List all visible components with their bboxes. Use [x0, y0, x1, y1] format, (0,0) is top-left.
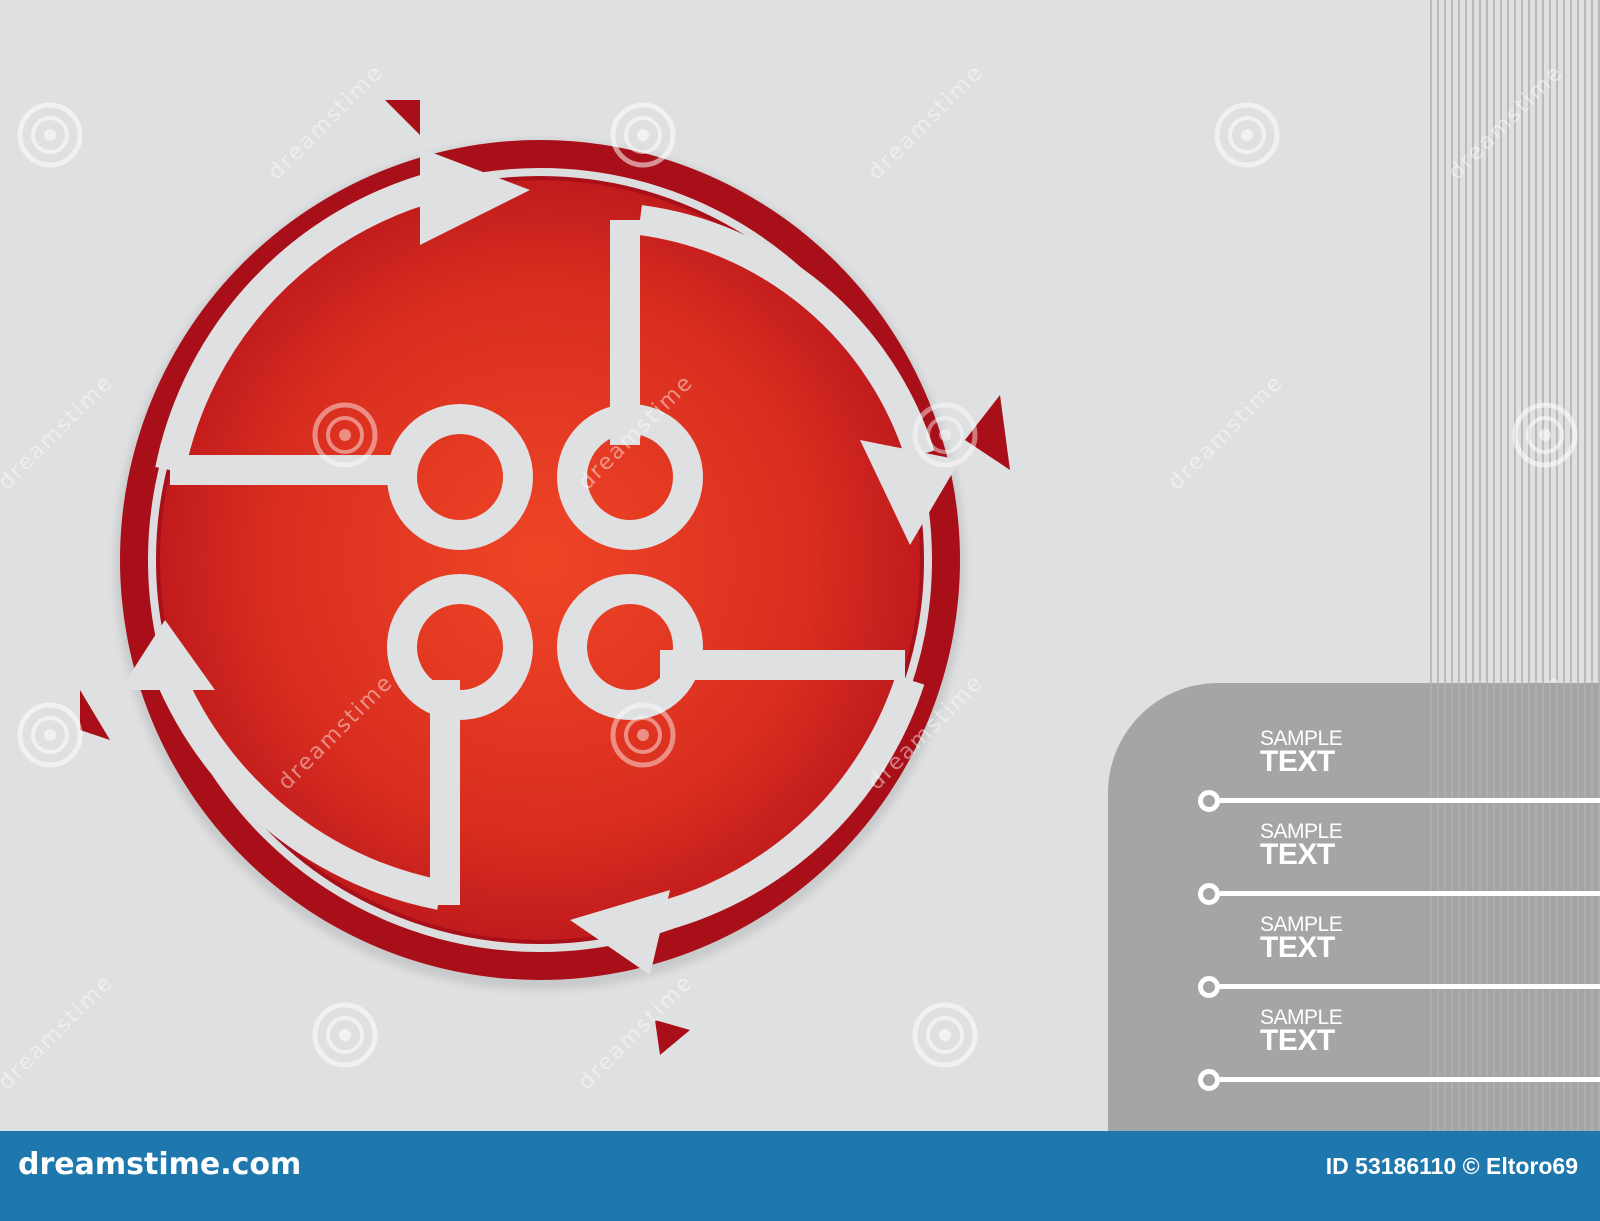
legend-node-circle: [1198, 883, 1220, 905]
arrow-arc-bottom: [617, 675, 925, 940]
arrowhead-left: [120, 620, 215, 690]
panel-stripes-decoration: [1430, 683, 1600, 1131]
arrowhead-top: [420, 148, 530, 245]
legend-label: SAMPLE TEXT: [1260, 821, 1380, 870]
legend-label: SAMPLE TEXT: [1260, 1007, 1380, 1056]
arrowheads: [120, 148, 960, 975]
ring-tab: [385, 100, 420, 135]
legend-label-line1: SAMPLE: [1260, 913, 1343, 936]
ring-tab: [80, 690, 110, 740]
legend-label: SAMPLE TEXT: [1260, 728, 1380, 777]
legend-label-line2: TEXT: [1260, 838, 1335, 871]
ring-gap: [148, 168, 932, 952]
swirl-watermark-icon: [312, 1002, 378, 1068]
legend-node-circle: [1198, 1069, 1220, 1091]
footer-brand-logo: dreamstime.com: [18, 1147, 302, 1182]
arrow-arc-left: [145, 645, 443, 910]
arrowhead-right: [860, 440, 960, 545]
legend-item: SAMPLE TEXT: [1108, 821, 1600, 911]
legend-node-circle: [1198, 790, 1220, 812]
swirl-watermark-icon: [1512, 402, 1578, 468]
circular-arrows-cycle-icon: [80, 100, 1010, 1055]
swirl-watermark-icon: [17, 102, 83, 168]
legend-item: SAMPLE TEXT: [1108, 914, 1600, 1004]
legend-connector-line: [1220, 798, 1600, 803]
legend-item: SAMPLE TEXT: [1108, 1007, 1600, 1097]
swirl-watermark-icon: [1214, 102, 1280, 168]
cycle-arrows: [145, 170, 935, 940]
legend-panel: SAMPLE TEXT SAMPLE TEXT SAMPLE TEXT: [1108, 683, 1600, 1131]
legend-label-line1: SAMPLE: [1260, 820, 1343, 843]
watermark-text: dreamstime: [1163, 369, 1289, 496]
footer-image-id: ID 53186110 © Eltoro69: [1325, 1153, 1578, 1179]
legend-connector-line: [1220, 984, 1600, 989]
footer-bar: dreamstime.com ID 53186110 © Eltoro69: [0, 1131, 1600, 1221]
legend-label-line1: SAMPLE: [1260, 1006, 1343, 1029]
swirl-watermark-icon: [610, 702, 676, 768]
legend-connector-line: [1220, 891, 1600, 896]
node-circle-3: [387, 574, 533, 720]
legend-label-line2: TEXT: [1260, 931, 1335, 964]
arrow-arc-right: [638, 205, 935, 460]
ring-tab: [965, 395, 1010, 470]
legend-label: SAMPLE TEXT: [1260, 914, 1380, 963]
swirl-watermark-icon: [912, 402, 978, 468]
red-disc: [160, 180, 920, 940]
swirl-watermark-icon: [312, 402, 378, 468]
legend-label-line1: SAMPLE: [1260, 727, 1343, 750]
swirl-watermark-icon: [912, 1002, 978, 1068]
legend-connector-line: [1220, 1077, 1600, 1082]
legend-label-line2: TEXT: [1260, 745, 1335, 778]
legend-node-circle: [1198, 976, 1220, 998]
node-circle-1: [387, 404, 533, 550]
arrowhead-bottom: [570, 890, 670, 975]
legend-item: SAMPLE TEXT: [1108, 728, 1600, 818]
swirl-watermark-icon: [610, 102, 676, 168]
node-circle-2: [557, 404, 703, 550]
swirl-watermark-icon: [17, 702, 83, 768]
node-circle-4: [557, 574, 703, 720]
ring-tab: [655, 1020, 690, 1055]
legend-label-line2: TEXT: [1260, 1024, 1335, 1057]
arrow-arc-top-left: [155, 170, 444, 473]
